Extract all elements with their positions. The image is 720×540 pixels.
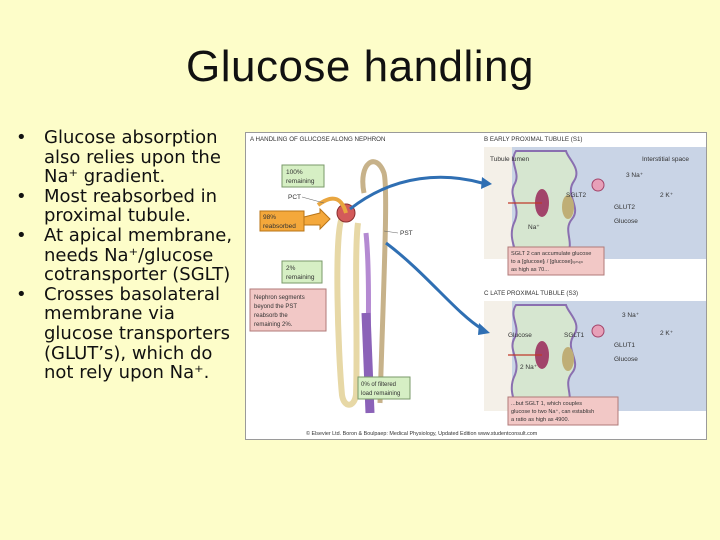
ascending-limb	[360, 159, 389, 404]
box-100-line2: remaining	[286, 178, 315, 185]
c-2k: 2 K⁺	[660, 330, 674, 337]
panel-c-pump	[591, 324, 605, 338]
b-glucose-right: Glucose	[614, 218, 638, 225]
pst-label: PST	[400, 230, 413, 237]
box-0-remaining	[357, 376, 411, 400]
box-98-line2: reabsorbed	[263, 223, 296, 230]
bullet-text: Glucose absorption also relies upon the …	[44, 127, 221, 188]
bullet-dot: •	[16, 127, 27, 148]
box-2-line1: 2%	[286, 265, 296, 272]
bullet-item: • Crosses basolateral membrane via glucos…	[12, 283, 242, 384]
panel-c-title: C LATE PROXIMAL TUBULE (S3)	[484, 290, 578, 297]
c-glucose-left: Glucose	[508, 332, 532, 339]
c-note-line2: glucose to two Na⁺, can establish	[511, 408, 594, 415]
nephron-note-line1: Nephron segments	[254, 295, 305, 301]
bullet-item: • Most reabsorbed in proximal tubule.	[12, 187, 242, 226]
box-98-line1: 98%	[263, 214, 276, 221]
b-interstitial: Interstitial space	[642, 156, 689, 163]
b-glut2: GLUT2	[614, 204, 635, 211]
b-tubule-lumen: Tubule lumen	[490, 156, 530, 163]
nephron-note-line2: beyond the PST	[254, 304, 297, 310]
bullet-dot: •	[16, 224, 27, 246]
arrow-to-panel-b	[349, 175, 483, 211]
panel-b-title: B EARLY PROXIMAL TUBULE (S1)	[484, 136, 582, 143]
bullet-text: At apical membrane, needs Na⁺/glucose co…	[44, 224, 233, 286]
c-3na: 3 Na⁺	[622, 312, 640, 319]
c-note-line3: a ratio as high as 4900.	[511, 417, 570, 423]
box-2-remaining	[281, 260, 323, 284]
b-note-line3: as high as 70...	[511, 267, 549, 273]
b-note-line2: to a [glucose]ᵢ / [glucose]ₗᵤₘₑₙ	[511, 259, 584, 265]
b-note	[507, 246, 605, 276]
bullet-item: • Glucose absorption also relies upon the…	[12, 128, 242, 187]
b-3na: 3 Na⁺	[626, 172, 644, 179]
loop-of-henle	[334, 216, 361, 408]
b-na: Na⁺	[528, 224, 540, 231]
pct-leader	[301, 196, 325, 204]
arrow-head-c	[478, 323, 490, 335]
c-2na: 2 Na⁺	[520, 364, 538, 371]
panel-c-glut1-protein	[562, 347, 574, 371]
c-sglt1: SGLT1	[564, 332, 584, 339]
panel-b-pump	[591, 178, 605, 192]
b-note-line1: SGLT 2 can accumulate glucose	[511, 251, 591, 257]
panel-b-lumen	[484, 147, 512, 259]
figure-credit: © Elsevier Ltd. Boron & Boulpaep: Medica…	[306, 430, 538, 437]
box-0-line1: 0% of filtered	[361, 382, 396, 388]
b-sglt2: SGLT2	[566, 192, 586, 199]
bullet-text: Crosses basolateral membrane via glucose…	[44, 283, 230, 384]
box-100-line1: 100%	[286, 169, 303, 176]
nephron-figure: A HANDLING OF GLUCOSE ALONG NEPHRON B EA…	[245, 132, 707, 440]
box-2-line2: remaining	[286, 274, 315, 281]
c-glucose-right: Glucose	[614, 356, 638, 363]
slide-title: Glucose handling	[185, 42, 534, 91]
c-note-line1: ...but SGLT 1, which couples	[511, 401, 582, 407]
box-100-remaining	[281, 164, 325, 188]
bullet-dot: •	[16, 283, 27, 305]
bullet-list: • Glucose absorption also relies upon the…	[12, 128, 242, 383]
arrow-to-panel-c	[385, 241, 483, 331]
nephron-note-line3: reabsorb the	[254, 313, 288, 319]
reabsorbed-arrow	[303, 207, 331, 231]
panel-c-lumen	[484, 301, 512, 411]
panel-b-glut2-protein	[562, 195, 574, 219]
box-0-line2: load remaining	[361, 391, 400, 397]
bullet-dot: •	[16, 185, 27, 207]
nephron-note	[249, 288, 327, 332]
nephron-diagram: A HANDLING OF GLUCOSE ALONG NEPHRON B EA…	[249, 136, 706, 437]
bullet-text: Most reabsorbed in proximal tubule.	[44, 185, 218, 227]
panel-a-title: A HANDLING OF GLUCOSE ALONG NEPHRON	[250, 136, 385, 143]
pst-leader	[383, 230, 399, 234]
nephron-note-line4: remaining 2%.	[254, 322, 293, 328]
arrow-head-b	[481, 177, 492, 189]
c-glut1: GLUT1	[614, 342, 635, 349]
bullet-item: • At apical membrane, needs Na⁺/glucose c…	[12, 226, 242, 285]
pct-label: PCT	[288, 194, 301, 201]
c-note	[507, 396, 619, 426]
b-2k: 2 K⁺	[660, 192, 674, 199]
